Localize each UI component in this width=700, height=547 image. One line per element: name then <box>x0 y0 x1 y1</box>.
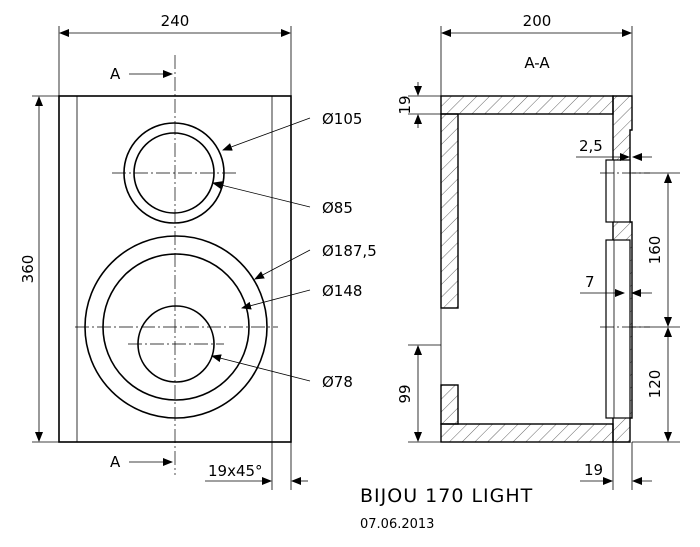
woofer-outer-label: Ø187,5 <box>322 242 377 260</box>
section-title: A-A <box>524 54 550 72</box>
top-panel-label: 19 <box>396 95 414 114</box>
woofer-recess <box>605 239 631 419</box>
depth-dimension-label: 200 <box>523 12 552 30</box>
tweeter-inner-leader <box>212 181 311 208</box>
section-view: A-A 200 19 99 2,5 7 160 120 <box>396 12 680 490</box>
back-panel-upper-section <box>440 113 459 309</box>
section-marker-top-label: A <box>110 65 121 83</box>
drawing-date: 07.06.2013 <box>360 517 434 532</box>
chamfer-label: 19x45° <box>208 462 263 480</box>
recess-label: 2,5 <box>579 137 603 155</box>
section-marker-bottom-label: A <box>110 453 121 471</box>
tweeter-pos-label: 160 <box>646 236 664 265</box>
front-view: 240 360 A A 19x45° Ø105 Ø85 Ø187,5 Ø148 … <box>19 12 377 490</box>
drawing-title: BIJOU 170 LIGHT <box>360 485 533 507</box>
back-panel-lower-section <box>440 384 459 425</box>
tweeter-outer-leader <box>222 117 311 151</box>
height-dimension-label: 360 <box>19 255 37 284</box>
tweeter-outer-label: Ø105 <box>322 110 362 128</box>
woofer-middle-label: Ø148 <box>322 282 362 300</box>
back-panel-label: 19 <box>584 461 603 479</box>
woofer-inner-leader <box>211 354 311 382</box>
top-panel-section <box>440 95 614 115</box>
tweeter-inner-label: Ø85 <box>322 199 353 217</box>
woofer-inner-label: Ø78 <box>322 373 353 391</box>
port-label: 99 <box>396 384 414 403</box>
baffle-step-label: 7 <box>585 273 595 291</box>
woofer-pos-label: 120 <box>646 370 664 399</box>
tweeter-recess <box>605 159 631 223</box>
woofer-outer-leader <box>254 249 311 280</box>
woofer-middle-leader <box>241 289 311 310</box>
width-dimension-label: 240 <box>161 12 190 30</box>
bottom-panel-section <box>440 423 614 443</box>
